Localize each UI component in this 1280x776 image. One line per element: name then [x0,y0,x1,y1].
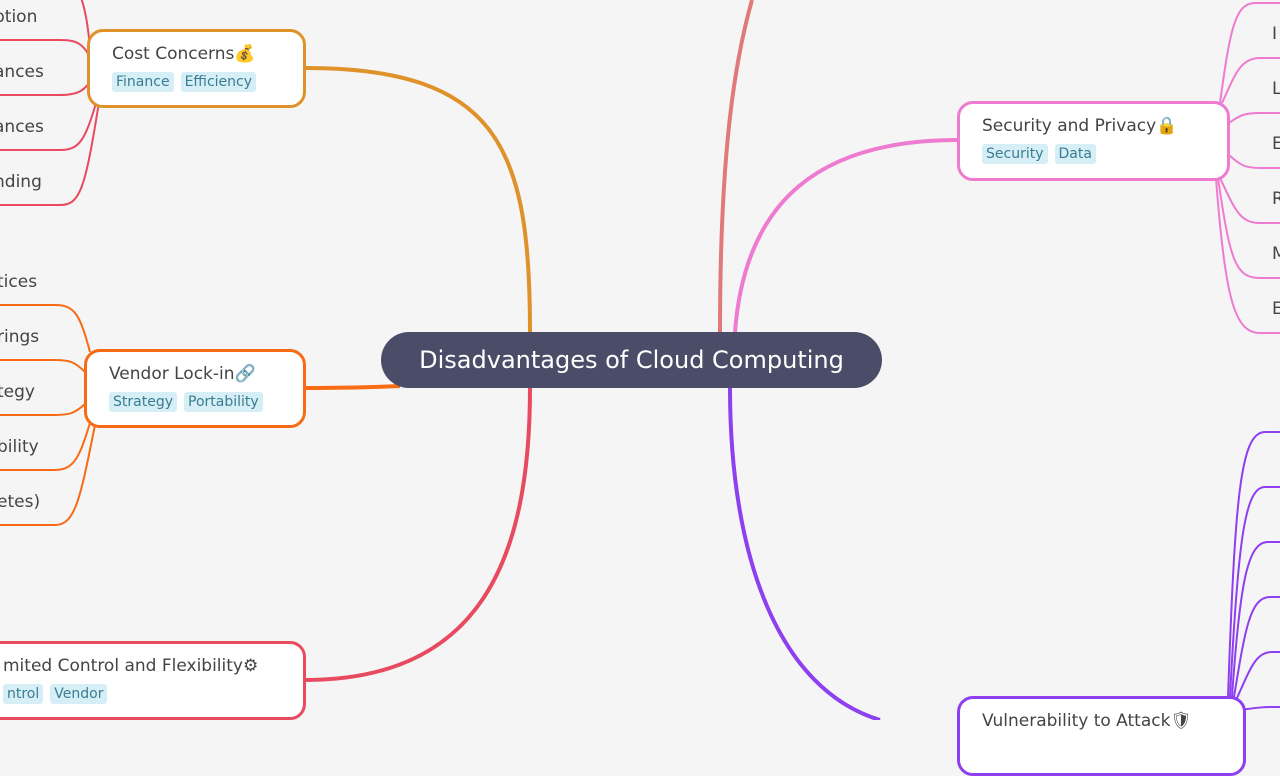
lock-icon: 🔒 [1156,116,1178,136]
branch-title: Vendor Lock-in [109,364,235,384]
link-security [733,138,959,333]
branch-title: Vulnerability to Attack [982,711,1171,731]
leaf-node[interactable]: tegy [0,382,35,402]
link-cost [304,66,532,333]
leaf-node[interactable]: M [1272,244,1280,264]
link-top [718,0,754,333]
gear-icon: ⚙ [242,656,259,676]
branch-limited-control[interactable]: mited Control and Flexibility⚙ ntrol Vend… [0,641,306,720]
leaf-node[interactable]: ances [0,62,44,82]
branch-title: Security and Privacy [982,116,1157,136]
leaf-node[interactable]: R [1272,189,1280,209]
shield-icon: 🛡 [1170,711,1193,731]
tag: Vendor [50,684,108,704]
leaf-node[interactable]: E [1272,134,1280,154]
tag: Finance [112,72,174,92]
tag: Data [1054,144,1096,164]
leaf-node[interactable]: nding [0,172,42,192]
tag: Efficiency [180,72,256,92]
leaf-node[interactable]: L [1272,79,1280,99]
leaf-node[interactable]: E [1272,299,1280,319]
tag: ntrol [3,684,44,704]
connector-lines [0,0,1280,720]
branch-cost-concerns[interactable]: Cost Concerns💰 Finance Efficiency [87,29,306,108]
link-vulnerability [728,387,881,720]
link-control [304,387,532,682]
leaf-node[interactable]: rings [0,327,40,347]
leaf-node[interactable]: tices [0,272,38,292]
branch-title: mited Control and Flexibility [3,656,243,676]
leaf-node[interactable]: ances [0,117,44,137]
tag: Strategy [109,392,177,412]
branch-vulnerability[interactable]: Vulnerability to Attack🛡 [957,696,1246,776]
link-icon: 🔗 [234,364,256,384]
branch-vendor-lock-in[interactable]: Vendor Lock-in🔗 Strategy Portability [84,349,306,428]
leaf-node[interactable]: ption [0,7,38,27]
leaf-node[interactable]: etes) [0,492,41,512]
tag: Portability [184,392,263,412]
root-label: Disadvantages of Cloud Computing [419,346,844,374]
root-node[interactable]: Disadvantages of Cloud Computing [381,332,882,388]
security-leaf-links [1215,1,1280,334]
vendor-leaf-links [0,304,96,526]
branch-security-privacy[interactable]: Security and Privacy🔒 Security Data [957,101,1230,181]
leaf-node[interactable]: I [1272,24,1278,44]
leaf-node[interactable]: bility [0,437,39,457]
money-bag-icon: 💰 [234,44,256,64]
tag: Security [982,144,1048,164]
vulnerability-leaf-links [1227,431,1280,711]
branch-title: Cost Concerns [112,44,235,64]
link-vendor [304,384,401,390]
